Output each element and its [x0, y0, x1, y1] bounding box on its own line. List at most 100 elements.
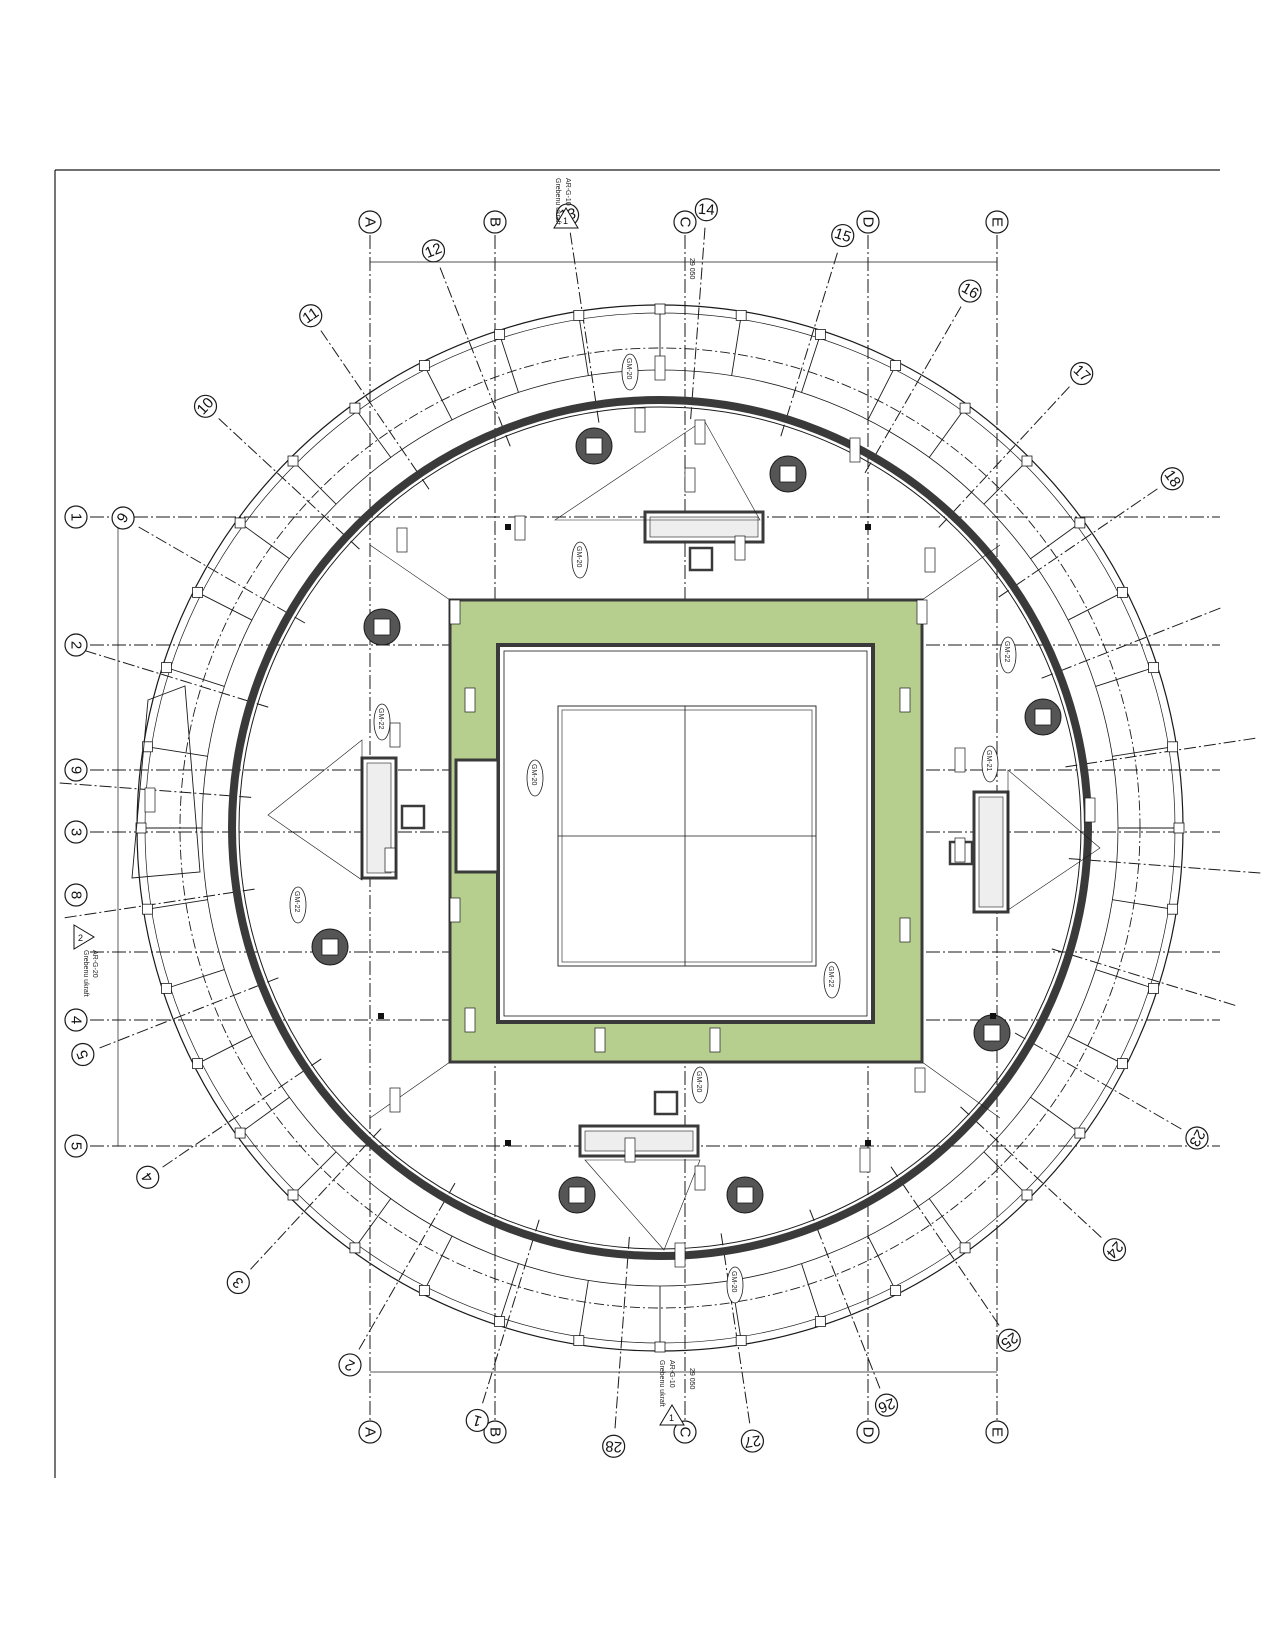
grid-bubble-row-9-circle: [64, 758, 88, 782]
radial-bubble-1-circle: [465, 1408, 489, 1433]
grid-bubble-top-C-label: C: [677, 217, 694, 228]
grid-bubble-bottom-B[interactable]: B: [483, 1420, 507, 1444]
gm-tag-label-3: GM-20: [530, 764, 537, 786]
radial-bubble-3[interactable]: 3: [226, 1270, 250, 1295]
radial-bubble-26[interactable]: 26: [874, 1393, 899, 1417]
radial-bubble-2[interactable]: 2: [338, 1353, 362, 1377]
radial-line-18: [998, 486, 1161, 598]
radial-bubble-25-circle: [997, 1328, 1021, 1352]
facade-mullion: [1030, 1096, 1084, 1136]
radial-bubble-5-circle: [71, 1042, 95, 1067]
elevation-tag: [674, 1242, 686, 1268]
canopy-outline: [131, 685, 201, 879]
slab-edge-wall: [228, 396, 1092, 1260]
facade-column: [654, 1341, 666, 1353]
radial-line-10: [216, 416, 360, 550]
radial-bubble-15[interactable]: 15: [831, 223, 855, 248]
section-mark-left[interactable]: 2 Grebenu ukraft AR-G-20: [73, 924, 98, 997]
grid-bubble-row-3[interactable]: 3: [64, 820, 88, 844]
facade-mullion: [577, 311, 589, 376]
grid-bubble-bottom-D[interactable]: D: [856, 1420, 880, 1444]
grid-bubble-top-D[interactable]: D: [856, 210, 880, 234]
radial-bubble-23[interactable]: 23: [1185, 1126, 1209, 1150]
elevation-tag: [1084, 797, 1096, 823]
grid-bubble-row-4[interactable]: 4: [64, 1008, 88, 1032]
facade-mullion: [731, 311, 743, 376]
facade-mullion: [193, 590, 253, 621]
floor-drain: [865, 1140, 871, 1146]
radial-bubble-10[interactable]: 10: [194, 394, 218, 418]
grid-bubble-top-B[interactable]: B: [483, 210, 507, 234]
radial-line-2: [357, 1182, 456, 1353]
radial-bubble-9[interactable]: 9: [111, 506, 135, 530]
facade-mullion: [143, 899, 208, 911]
radial-bubble-10-label: 10: [194, 394, 218, 418]
facade-mullion: [1030, 520, 1084, 560]
grid-bubble-row-5-circle: [64, 1134, 88, 1158]
elevation-tag: [859, 1147, 871, 1173]
radial-bubble-25[interactable]: 25: [998, 1329, 1021, 1352]
grid-bubble-row-2-label: 2: [68, 641, 85, 649]
elevation-tag: [709, 1027, 721, 1053]
grid-bubble-top-A[interactable]: A: [358, 210, 382, 234]
column-inner-square: [1034, 708, 1052, 726]
section-mark-bottom[interactable]: 1 Grebenu ukraft AR-G-10: [658, 1360, 685, 1426]
grid-bubble-bottom-E[interactable]: E: [985, 1420, 1009, 1444]
grid-bubble-top-C[interactable]: C: [673, 210, 697, 234]
grid-bubble-row-9[interactable]: 9: [64, 758, 88, 782]
section-mark-left-note: Grebenu ukraft: [82, 950, 89, 997]
radial-bubble-9-circle: [111, 506, 135, 530]
radial-bubble-24[interactable]: 24: [1103, 1238, 1127, 1262]
grid-bubble-top-E[interactable]: E: [985, 210, 1009, 234]
facade-column: [1148, 662, 1159, 674]
grid-bubble-bottom-C[interactable]: C: [673, 1420, 697, 1444]
radial-bubble-28-label: 28: [605, 1437, 623, 1455]
grid-bubble-row-8[interactable]: 8: [64, 883, 88, 907]
grid-bubble-row-9-label: 9: [68, 766, 85, 774]
radial-bubble-17[interactable]: 17: [1070, 362, 1094, 386]
radial-bubble-14-circle: [694, 198, 718, 222]
grid-bubble-bottom-A[interactable]: A: [358, 1420, 382, 1444]
radial-bubble-16[interactable]: 16: [958, 279, 982, 303]
radial-line-19: [1041, 606, 1224, 679]
grid-bubble-row-2[interactable]: 2: [64, 633, 88, 657]
facade-column: [161, 982, 172, 994]
radial-bubble-3-circle: [226, 1270, 250, 1295]
facade-mullion: [236, 520, 290, 560]
radial-line-28: [614, 1236, 630, 1432]
radial-line-25: [890, 1166, 1002, 1329]
elevation-tag: [449, 599, 461, 625]
gm-tag-3: [526, 759, 544, 797]
facade-column: [814, 1316, 826, 1327]
radial-bubble-11[interactable]: 11: [299, 304, 323, 328]
facade-mullion: [928, 404, 968, 458]
radial-bubble-4[interactable]: 4: [136, 1165, 160, 1189]
radial-line-14: [690, 224, 706, 420]
grid-bubble-row-1[interactable]: 1: [64, 505, 88, 529]
radial-bubble-27[interactable]: 27: [740, 1429, 765, 1453]
grid-bubble-row-5-label: 5: [68, 1142, 85, 1150]
section-mark-top-note: Grebenu ukraft: [554, 178, 561, 225]
facade-column: [735, 1335, 747, 1347]
grid-bubble-row-4-circle: [64, 1008, 88, 1032]
radial-bubble-5[interactable]: 5: [71, 1042, 95, 1067]
radial-bubble-11-circle: [299, 304, 323, 328]
gm-tag-label-7: GM-22: [293, 891, 300, 913]
section-mark-top[interactable]: 1 Grebenu ukraft AR-G-10: [553, 178, 579, 229]
facade-mullion: [1095, 665, 1158, 687]
radial-bubble-1[interactable]: 1: [465, 1408, 489, 1433]
gm-tag-1: [621, 353, 639, 391]
facade-column: [1167, 903, 1179, 915]
grid-bubble-row-5[interactable]: 5: [64, 1134, 88, 1158]
radial-bubble-28[interactable]: 28: [602, 1434, 626, 1458]
service-shaft: [653, 1090, 679, 1116]
gm-tag-label-1: GM-20: [625, 358, 632, 380]
facade-column: [1167, 741, 1179, 753]
radial-bubble-12-label: 12: [423, 240, 445, 262]
radial-line-6: [61, 888, 255, 919]
gm-tag-label-9: GM-21: [985, 750, 992, 772]
radial-bubble-18[interactable]: 18: [1161, 467, 1184, 490]
equipment-block-inner: [649, 516, 759, 538]
radial-bubble-14[interactable]: 14: [694, 198, 718, 222]
radial-bubble-12[interactable]: 12: [421, 239, 446, 263]
